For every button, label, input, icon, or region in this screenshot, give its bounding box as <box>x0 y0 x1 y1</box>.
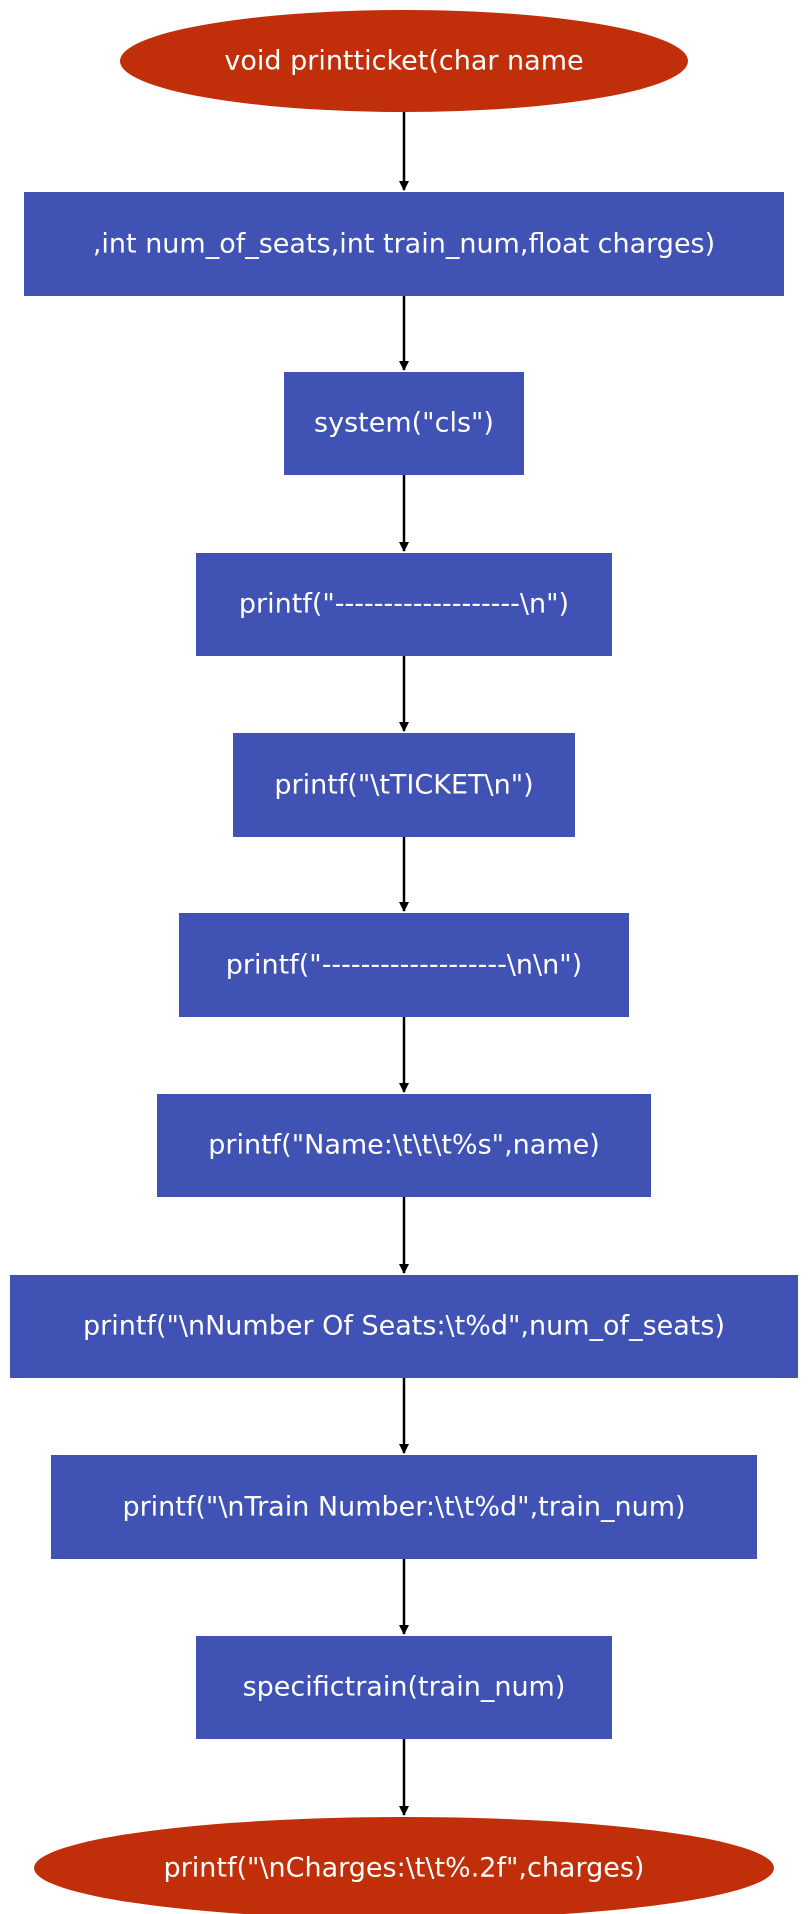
process-node-5-label: printf("-------------------\n\n") <box>226 950 582 981</box>
process-node-9: specifictrain(train_num) <box>196 1636 612 1739</box>
process-node-6: printf("Name:\t\t\t%s",name) <box>157 1094 651 1197</box>
process-node-6-label: printf("Name:\t\t\t%s",name) <box>208 1130 600 1161</box>
process-node-8-shape <box>51 1455 757 1559</box>
start-node-label: void printticket(char name <box>224 46 583 77</box>
process-node-7: printf("\nNumber Of Seats:\t%d",num_of_s… <box>10 1275 798 1378</box>
process-node-8-label: printf("\nTrain Number:\t\t%d",train_num… <box>122 1492 685 1523</box>
end-node-label: printf("\nCharges:\t\t%.2f",charges) <box>164 1853 645 1884</box>
process-node-4: printf("\tTICKET\n") <box>233 733 575 837</box>
process-node-1: ,int num_of_seats,int train_num,float ch… <box>24 192 784 296</box>
process-node-2-shape <box>284 372 524 475</box>
process-node-9-label: specifictrain(train_num) <box>243 1672 566 1703</box>
flow-nodes: void printticket(char name ,int num_of_s… <box>10 10 798 1914</box>
end-node: printf("\nCharges:\t\t%.2f",charges) <box>34 1817 774 1914</box>
end-node-shape <box>34 1817 774 1914</box>
process-node-2: system("cls") <box>284 372 524 475</box>
process-node-3-shape <box>196 553 612 656</box>
process-node-5: printf("-------------------\n\n") <box>179 913 629 1017</box>
start-node: void printticket(char name <box>120 10 688 112</box>
process-node-1-label: ,int num_of_seats,int train_num,float ch… <box>93 229 715 260</box>
process-node-6-shape <box>157 1094 651 1197</box>
process-node-1-shape <box>24 192 784 296</box>
process-node-9-shape <box>196 1636 612 1739</box>
process-node-2-label: system("cls") <box>314 408 494 439</box>
process-node-3-label: printf("-------------------\n") <box>239 589 569 620</box>
process-node-8: printf("\nTrain Number:\t\t%d",train_num… <box>51 1455 757 1559</box>
process-node-7-label: printf("\nNumber Of Seats:\t%d",num_of_s… <box>83 1311 725 1342</box>
process-node-4-shape <box>233 733 575 837</box>
process-node-7-shape <box>10 1275 798 1378</box>
process-node-5-shape <box>179 913 629 1017</box>
process-node-3: printf("-------------------\n") <box>196 553 612 656</box>
start-node-shape <box>120 10 688 112</box>
process-node-4-label: printf("\tTICKET\n") <box>274 770 533 801</box>
